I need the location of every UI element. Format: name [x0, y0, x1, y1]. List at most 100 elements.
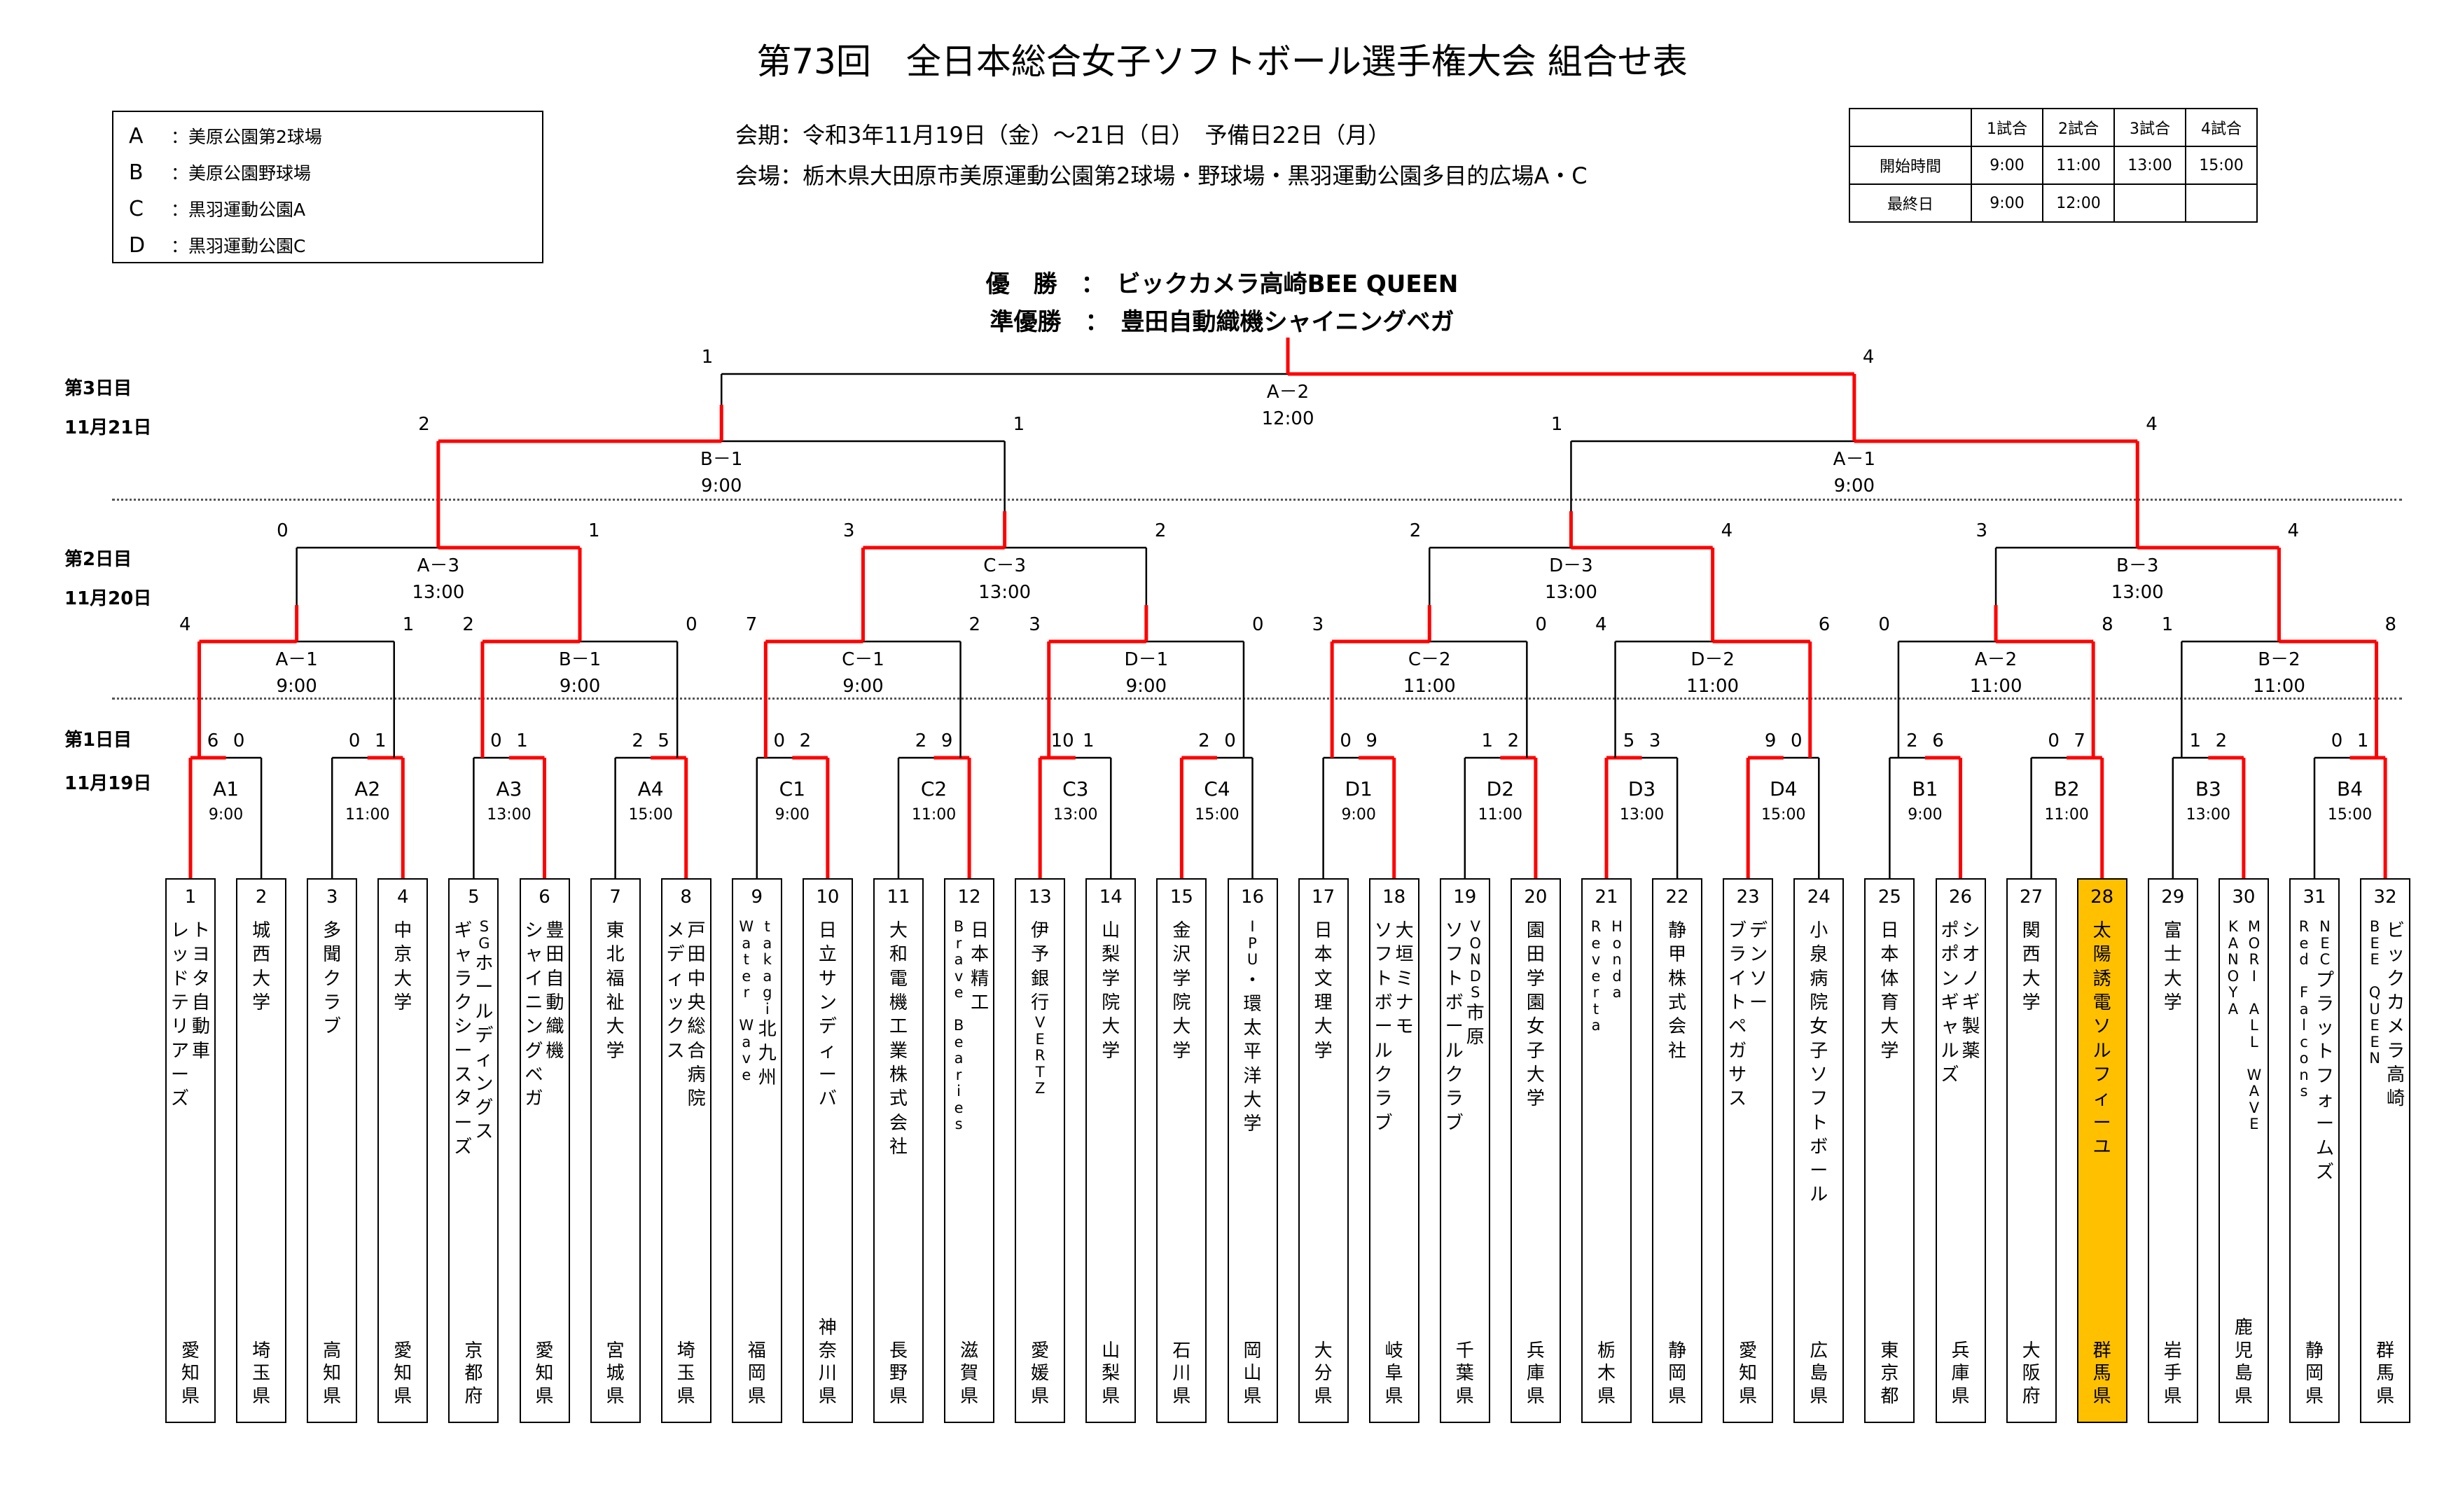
day-label: 第2日目	[64, 549, 132, 570]
slot-time: 9:00	[775, 806, 810, 824]
score-right: 5	[658, 730, 669, 751]
score-right: 4	[1721, 520, 1733, 541]
team-name: 山梨学院大学	[1087, 919, 1134, 1339]
team-name-line: 戸田中央総合病院	[687, 920, 706, 1110]
team-name: 小泉病院女子ソフトボール	[1795, 919, 1842, 1339]
team-prefecture: 東京都	[1880, 1340, 1899, 1407]
team-name-line: トヨタ自動車	[191, 920, 210, 1062]
score-left: 0	[1878, 614, 1890, 635]
match-code: A－1	[275, 649, 317, 670]
slot-code: A4	[637, 777, 664, 800]
score-left: 0	[490, 730, 502, 751]
team-number: 19	[1453, 887, 1477, 908]
score-right: 3	[1649, 730, 1661, 751]
team-name-line: ポポンギャルズ	[1940, 920, 1959, 1086]
team-name: 城西大学	[237, 919, 285, 1339]
team-number: 28	[2090, 887, 2114, 908]
score-left: 0	[2331, 730, 2343, 751]
match-time: 11:00	[1403, 676, 1456, 697]
match-time: 9:00	[276, 676, 317, 697]
score-left: 2	[915, 730, 927, 751]
score-left: 2	[418, 414, 430, 435]
team-name-line: 富士大学	[2163, 920, 2182, 1013]
slot-code: D2	[1486, 777, 1515, 800]
score-right: 2	[1508, 730, 1520, 751]
match-slot: C1 9:00	[729, 777, 855, 824]
team-prefecture: 兵庫県	[1951, 1340, 1970, 1407]
match-time: 9:00	[701, 476, 742, 497]
slot-code: D4	[1770, 777, 1798, 800]
team-number: 10	[816, 887, 840, 908]
score-left: 0	[277, 520, 289, 541]
match-code: A－2	[1267, 382, 1309, 403]
team-number: 21	[1595, 887, 1618, 908]
slot-code: A2	[354, 777, 381, 800]
slot-code: B1	[1912, 777, 1938, 800]
slot-time: 13:00	[1053, 806, 1098, 824]
team-prefecture: 京都府	[464, 1340, 483, 1407]
legend-key: B	[129, 160, 144, 185]
score-left: 4	[1595, 614, 1607, 635]
slot-code: A3	[496, 777, 522, 800]
slot-code: B4	[2337, 777, 2363, 800]
legend-row: B ：美原公園野球場	[129, 160, 311, 185]
team-name-line: 城西大学	[252, 920, 271, 1013]
legend-venue: ：美原公園野球場	[171, 163, 312, 183]
slot-code: C1	[779, 777, 806, 800]
match-time: 13:00	[2111, 582, 2164, 603]
score-left: 1	[1551, 414, 1563, 435]
match-code: A－2	[1975, 649, 2017, 670]
match-time: 9:00	[842, 676, 883, 697]
team-prefecture: 大分県	[1314, 1340, 1333, 1407]
legend-venue: ：黒羽運動公園C	[171, 236, 306, 256]
team-number: 6	[539, 887, 550, 908]
match-code: A－1	[1833, 449, 1875, 470]
team-name: 太陽誘電ソルフィーユ	[2078, 919, 2126, 1339]
team-prefecture: 岡山県	[1243, 1340, 1262, 1407]
score-left: 0	[349, 730, 361, 751]
score-right: 9	[1366, 730, 1377, 751]
team-name-line: 山梨学院大学	[1102, 920, 1120, 1062]
score-left: 1	[2190, 730, 2202, 751]
team-number: 12	[957, 887, 981, 908]
team-name-line: レッドテリアーズ	[170, 920, 189, 1110]
legend-row: C：黒羽運動公園A	[129, 196, 305, 221]
team-name: 富士大学	[2149, 919, 2197, 1339]
team-name: 中京大学	[379, 919, 426, 1339]
team-name-line: 小泉病院女子ソフトボール	[1810, 920, 1828, 1206]
team-number: 14	[1099, 887, 1123, 908]
legend-key: A	[129, 124, 144, 148]
team-name-line: 日本文理大学	[1314, 920, 1333, 1062]
match-time: 11:00	[1970, 676, 2022, 697]
team-name-line: メディックス	[666, 920, 685, 1062]
team-name-line: 関西大学	[2022, 920, 2041, 1013]
team-prefecture: 群馬県	[2376, 1340, 2395, 1407]
score-left: 3	[1312, 614, 1324, 635]
team-prefecture: 神奈川県	[818, 1317, 837, 1407]
score-right: 1	[403, 614, 415, 635]
team-name: シオノギ製薬ポポンギャルズ	[1937, 919, 1985, 1339]
score-left: 0	[1340, 730, 1352, 751]
score-right: 2	[2216, 730, 2228, 751]
team-name-line: 園田学園女子大学	[1526, 920, 1545, 1110]
team-number: 8	[680, 887, 692, 908]
score-right: 0	[1791, 730, 1803, 751]
score-left: 2	[1410, 520, 1422, 541]
team-prefecture: 岐阜県	[1384, 1340, 1403, 1407]
score-left: 0	[2048, 730, 2060, 751]
